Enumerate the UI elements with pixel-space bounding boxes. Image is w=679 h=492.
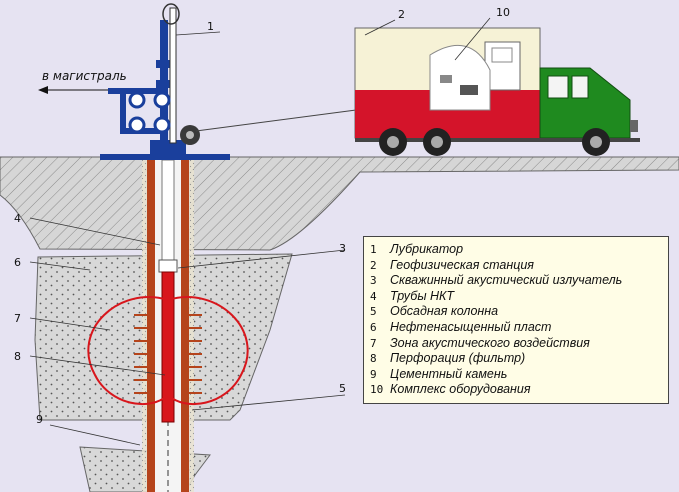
logging-truck [354,27,640,156]
legend-item: 10 Комплекс оборудования [370,382,668,398]
legend-text: Трубы НКТ [390,288,455,303]
legend-item: 1 Лубрикатор [370,242,668,258]
callout-4: 4 [14,212,21,225]
outflow-label: в магистраль [42,69,127,83]
callout-6: 6 [14,256,21,269]
casing-wall-right [181,160,189,492]
legend-item: 9 Цементный камень [370,367,668,383]
legend-num: 2 [370,258,377,272]
lubricator [100,3,230,160]
legend-text: Скважинный акустический излучатель [390,273,623,288]
legend-text: Геофизическая станция [390,257,534,272]
legend-text: Обсадная колонна [390,304,499,319]
legend-item: 7 Зона акустического воздействия [370,336,668,352]
casing-wall-left [147,160,155,492]
legend-item: 6 Нефтенасыщенный пласт [370,320,668,336]
legend-num: 6 [370,320,377,334]
legend-text: Перфорация (фильтр) [390,351,526,366]
legend-text: Цементный камень [390,366,508,381]
callout-1: 1 [207,20,214,33]
acoustic-emitter-head [158,259,178,273]
callout-7: 7 [14,312,21,325]
callout-2: 2 [398,8,405,21]
legend-text: Лубрикатор [390,242,464,256]
legend-num: 7 [370,336,377,350]
legend: 1 Лубрикатор 2 Геофизическая станция 3 Сква… [363,236,669,404]
callout-5: 5 [339,382,346,395]
callout-leaders [29,17,491,446]
callout-3: 3 [339,242,346,255]
legend-text: Комплекс оборудования [390,382,531,397]
logging-cable [195,109,357,132]
callout-10: 10 [496,6,510,19]
legend-num: 3 [370,274,377,288]
legend-num: 4 [370,289,377,303]
legend-item: 3 Скважинный акустический излучатель [370,273,668,289]
legend-text: Зона акустического воздействия [390,335,590,350]
legend-num: 8 [370,352,377,366]
perforation-filter [134,314,202,394]
legend-item: 4 Трубы НКТ [370,289,668,305]
legend-item: 5 Обсадная колонна [370,304,668,320]
tubing-nkt [161,159,175,261]
legend-item: 8 Перфорация (фильтр) [370,351,668,367]
callout-9: 9 [36,413,43,426]
legend-num: 5 [370,305,377,319]
acoustic-zone [87,296,249,405]
acoustic-emitter-body [161,271,175,423]
outflow-arrow [38,86,108,94]
legend-text: Нефтенасыщенный пласт [390,319,552,334]
legend-num: 1 [370,243,377,256]
legend-item: 2 Геофизическая станция [370,258,668,274]
legend-num: 9 [370,367,377,381]
callout-8: 8 [14,350,21,363]
legend-num: 10 [370,383,384,397]
